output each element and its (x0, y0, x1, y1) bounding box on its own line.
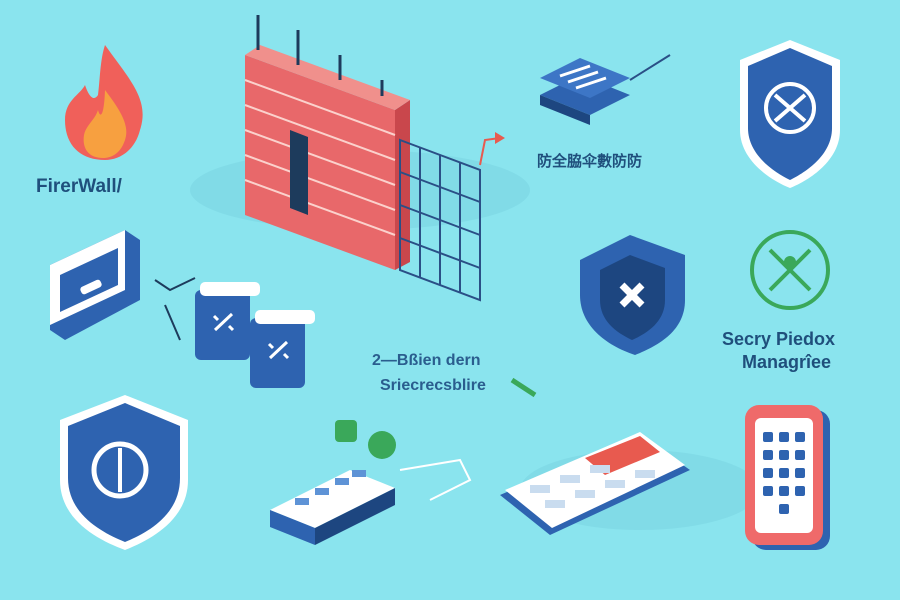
tablet-icon (500, 432, 690, 535)
middle-label-line2: Sriecrecsblire (380, 377, 486, 394)
manager-label-line2: Managrîee (742, 352, 832, 372)
target-icon (750, 230, 830, 310)
shield-lock-icon (60, 395, 188, 550)
connector-line (399, 458, 472, 501)
server-stack-icon (540, 54, 671, 125)
shield-check-icon (580, 235, 685, 355)
manager-label-line1: Secry Piedox (722, 329, 836, 349)
keyboard-icon (270, 470, 395, 545)
chat-icon (368, 431, 396, 459)
device-icon (50, 230, 140, 340)
firewall-label: FirerWall/ (36, 176, 122, 197)
chinese-label: 防全脇伞數防防 (537, 153, 643, 170)
shield-icon (740, 40, 840, 188)
flame-icon (65, 45, 143, 160)
middle-label-line1: 2—Bßien dern (372, 352, 481, 369)
chat-icon (335, 420, 357, 442)
phone-keypad-icon (745, 405, 830, 550)
arrow-icon (510, 377, 537, 398)
brick-wall-icon (244, 15, 410, 270)
key-box-icon (195, 282, 315, 388)
connector-line (154, 277, 196, 341)
arrow-icon (495, 132, 505, 144)
